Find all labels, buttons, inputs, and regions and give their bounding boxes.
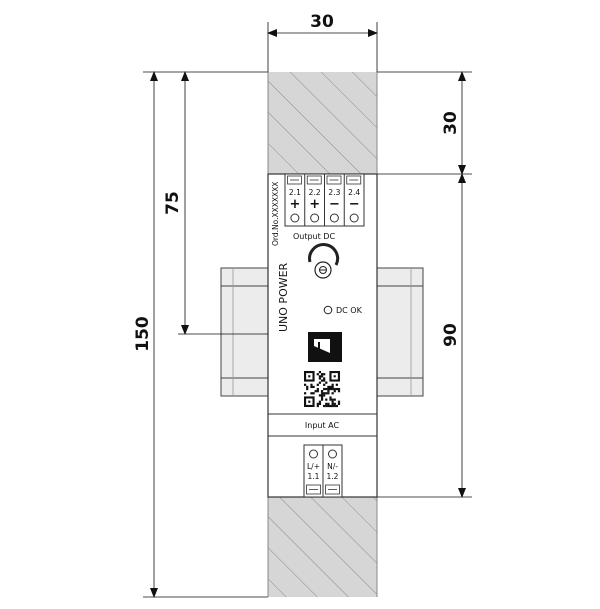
input-terminal-number: 1.1 xyxy=(308,472,320,481)
output-terminal-2-4[interactable]: 2.4− xyxy=(343,174,362,226)
terminal-screw-icon xyxy=(310,213,320,223)
output-dc-label: Output DC xyxy=(293,232,335,241)
input-terminal-number: 1.2 xyxy=(327,472,339,481)
input-ac-label: Input AC xyxy=(305,421,340,430)
input-terminal-block: L/+1.1N/-1.2 xyxy=(303,444,343,498)
manufacturer-logo-icon xyxy=(308,332,342,362)
brand-label: UNO POWER xyxy=(277,262,290,332)
dimension-device-height-value: 90 xyxy=(441,323,461,347)
terminal-screw-icon xyxy=(290,213,300,223)
output-terminal-polarity: − xyxy=(329,197,340,212)
dimension-total-height: 150 xyxy=(133,71,268,598)
input-terminal-name: N/- xyxy=(327,462,338,471)
dimension-rail-height: 75 xyxy=(163,71,268,335)
order-number-label: Ord.No.XXXXXXX xyxy=(271,182,280,246)
output-terminal-polarity: + xyxy=(309,197,320,212)
output-terminal-number: 2.3 xyxy=(328,188,340,197)
terminal-screw-icon xyxy=(328,449,337,459)
dimension-rail-height-value: 75 xyxy=(163,191,183,215)
output-terminal-2-2[interactable]: 2.2+ xyxy=(304,174,322,226)
qr-code-icon xyxy=(304,371,341,408)
output-terminal-number: 2.4 xyxy=(348,188,360,197)
dc-ok-led-icon xyxy=(323,305,333,315)
dimension-device-height: 90 xyxy=(377,173,472,498)
dimension-width: 30 xyxy=(267,12,378,72)
input-terminal-name: L/+ xyxy=(307,462,320,471)
dimension-top-clearance: 30 xyxy=(377,71,472,175)
terminal-screw-icon xyxy=(329,213,339,223)
input-terminal-1-1[interactable]: L/+1.1 xyxy=(306,449,321,495)
output-terminal-2-3[interactable]: 2.3− xyxy=(324,174,342,226)
output-terminal-polarity: − xyxy=(349,197,360,212)
dimension-width-value: 30 xyxy=(310,12,334,32)
output-terminal-polarity: + xyxy=(289,197,300,212)
output-terminal-number: 2.1 xyxy=(289,188,301,197)
input-terminal-1-2[interactable]: N/-1.2 xyxy=(322,445,340,497)
terminal-screw-icon xyxy=(349,213,359,223)
output-terminal-2-1[interactable]: 2.1+ xyxy=(287,175,302,223)
terminal-screw-icon xyxy=(309,449,318,459)
voltage-adjust-potentiometer-icon xyxy=(308,243,340,279)
dc-ok-label: DC OK xyxy=(336,306,363,315)
dimension-total-height-value: 150 xyxy=(133,316,153,352)
dimension-top-clearance-value: 30 xyxy=(441,111,461,135)
output-terminal-number: 2.2 xyxy=(309,188,321,197)
mounting-wall-bottom xyxy=(268,497,377,597)
output-terminal-block: 2.1+2.2+2.3−2.4− xyxy=(284,173,365,227)
mounting-wall-top xyxy=(268,72,377,174)
